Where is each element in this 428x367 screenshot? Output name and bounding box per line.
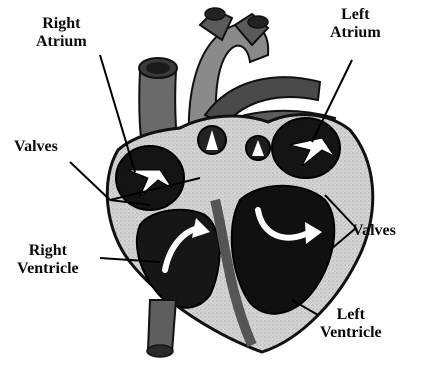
label-right-atrium-line1: Right bbox=[36, 15, 87, 33]
label-left-ventricle-line1: Left bbox=[320, 306, 382, 324]
label-right-ventricle-line2: Ventricle bbox=[17, 260, 79, 278]
label-left-ventricle-line2: Ventricle bbox=[320, 324, 382, 342]
label-right-ventricle: Right Ventricle bbox=[17, 242, 79, 278]
label-left-ventricle: Left Ventricle bbox=[320, 306, 382, 342]
label-right-ventricle-line1: Right bbox=[17, 242, 79, 260]
label-left-atrium-line2: Atrium bbox=[330, 24, 381, 42]
label-valves-left: Valves bbox=[14, 138, 58, 156]
label-left-atrium-line1: Left bbox=[330, 6, 381, 24]
label-valves-right: Valves bbox=[352, 222, 396, 240]
right-atrium-chamber bbox=[116, 146, 184, 210]
label-right-atrium: Right Atrium bbox=[36, 15, 87, 51]
left-atrium-chamber bbox=[272, 118, 340, 178]
label-right-atrium-line2: Atrium bbox=[36, 33, 87, 51]
label-left-atrium: Left Atrium bbox=[330, 6, 381, 42]
right-ventricle-chamber bbox=[137, 210, 220, 308]
pointer-valves-left-1 bbox=[70, 162, 110, 200]
inferior-vena-cava bbox=[147, 300, 176, 357]
